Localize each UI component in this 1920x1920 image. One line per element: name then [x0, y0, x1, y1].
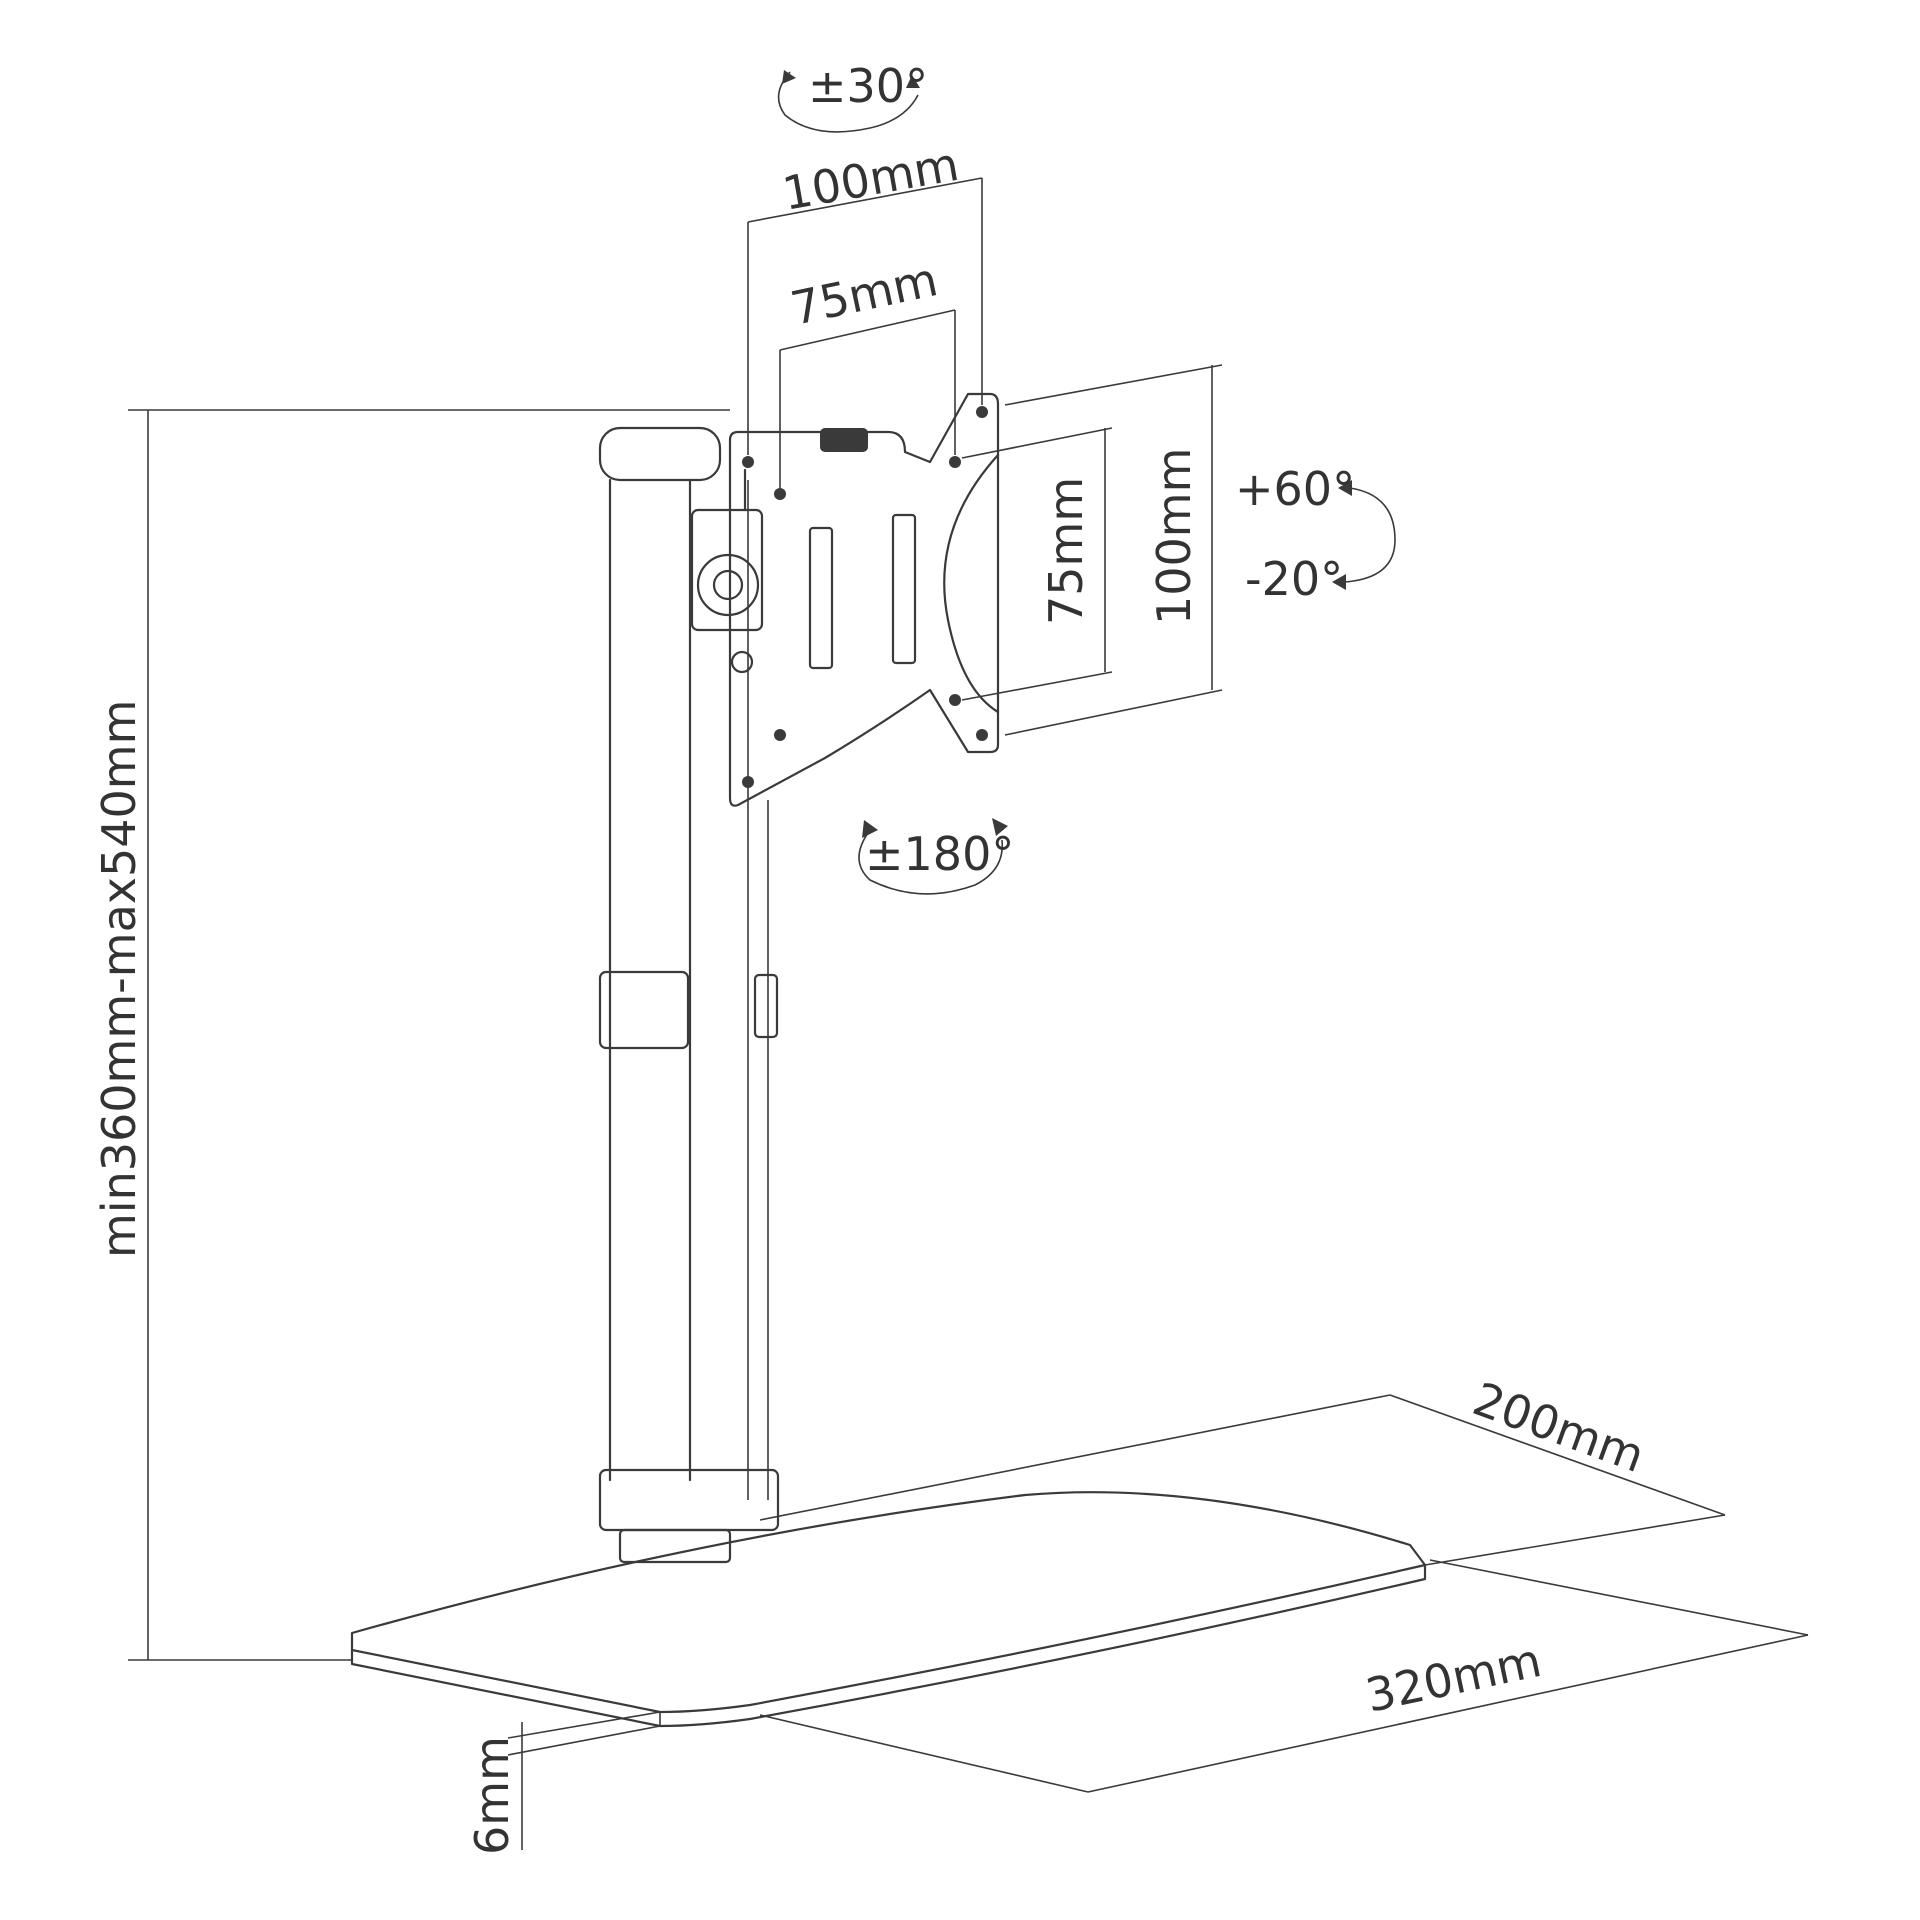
tilt-joint	[690, 468, 764, 674]
base-depth-label: 200mm	[1466, 1372, 1651, 1483]
tilt-up-label: +60°	[1235, 462, 1355, 516]
lock-knob	[820, 428, 868, 452]
mounting-hole	[742, 406, 988, 788]
cable-clip	[753, 973, 779, 1039]
vesa-plate	[728, 392, 1000, 807]
swivel-label: ±30°	[808, 59, 928, 113]
base-width-label: 320mm	[1361, 1633, 1546, 1723]
height-range-label: min360mm-max540mm	[92, 700, 146, 1258]
base-plate	[350, 1491, 1427, 1728]
hole-spacing-vertical-100-label: 100mm	[1147, 448, 1201, 625]
swivel-arrow-icon	[777, 71, 919, 133]
hole-spacing-vertical-75-label: 75mm	[1039, 477, 1093, 625]
tilt-arrow-icon	[1344, 487, 1396, 583]
dimension-lines	[128, 177, 1809, 1850]
rotation-arrows	[777, 70, 1396, 895]
hole-spacing-horizontal-100-label: 100mm	[779, 137, 963, 221]
hole-spacing-horizontal-75-label: 75mm	[786, 252, 942, 336]
rotation-label: ±180°	[865, 827, 1014, 881]
vertical-pole	[598, 426, 780, 1564]
rotation-arrow-icon	[858, 829, 1004, 895]
pole-collar	[598, 970, 690, 1050]
tilt-down-label: -20°	[1245, 552, 1343, 606]
base-thickness-label: 6mm	[465, 1736, 519, 1855]
